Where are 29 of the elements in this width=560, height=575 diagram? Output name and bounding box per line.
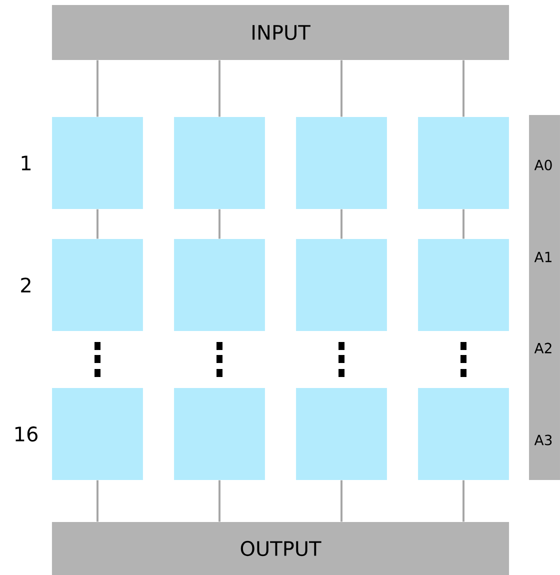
process-box [174,239,265,331]
process-box [52,388,143,480]
process-box [52,117,143,209]
process-box [296,117,387,209]
process-box [174,117,265,209]
connector-line [96,60,98,117]
process-box [418,117,509,209]
input-bar: INPUT [52,5,510,60]
process-box [418,388,509,480]
process-box [418,239,509,331]
connector-line [462,209,464,239]
process-box [296,239,387,331]
process-box [52,239,143,331]
connector-line [218,480,220,522]
connector-line [218,60,220,117]
connector-line [340,209,342,239]
connector-line [462,60,464,117]
row-number: 2 [21,278,30,292]
output-bar: OUTPUT [52,522,510,575]
connector-line [340,480,342,522]
connector-line [218,209,220,239]
connector-line [462,480,464,522]
row-number: 1 [22,156,30,170]
connector-line [96,480,98,522]
process-box [174,388,265,480]
side-bar: A0 A1 A2 A3 [529,114,560,480]
connector-line [340,60,342,117]
process-box [296,388,387,480]
connector-line [96,209,98,239]
